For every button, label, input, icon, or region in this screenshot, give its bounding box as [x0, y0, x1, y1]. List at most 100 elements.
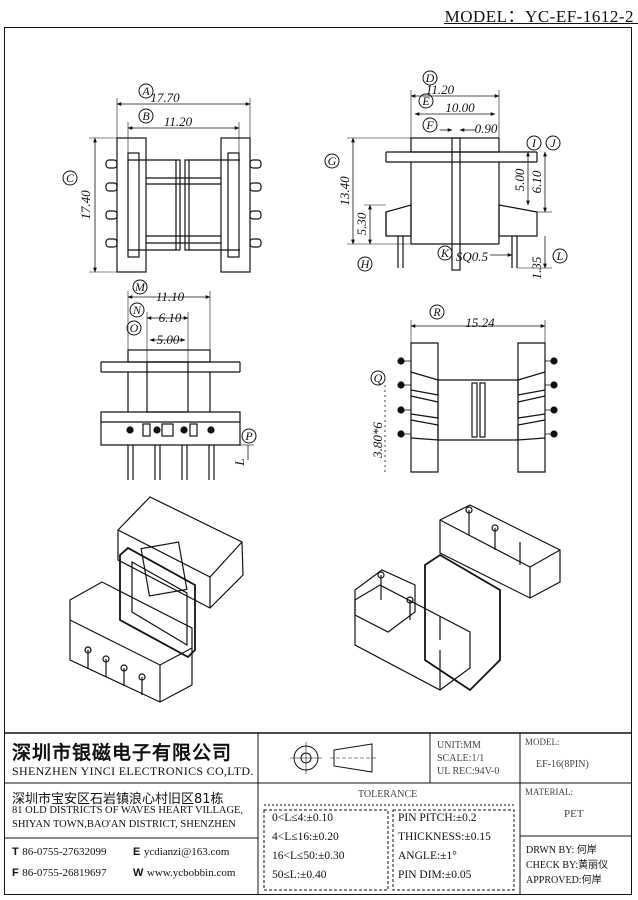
callout-H: H [357, 256, 373, 272]
scale-label: SCALE:1/1 [437, 753, 485, 764]
dim-text-L: 1.35 [529, 256, 544, 279]
tolerance-row: 4<L≤16:±0.20 [272, 831, 339, 843]
unit-label: UNIT:MM [437, 740, 481, 751]
dim-text-F: 0.90 [475, 121, 498, 136]
material-value: PET [564, 808, 584, 820]
svg-text:O: O [130, 321, 139, 335]
svg-text:M: M [134, 280, 146, 294]
model-underline [444, 23, 638, 24]
dim-text-O: 5.00 [157, 332, 180, 347]
svg-text:K: K [440, 246, 450, 260]
drawing-sheet-border [4, 27, 632, 895]
pin-spec-row: PIN PITCH:±0.2 [398, 812, 477, 824]
address-en-line1: 81 OLD DISTRICTS OF WAVES HEART VILLAGE, [12, 805, 244, 816]
front-view-drawing [89, 98, 262, 273]
callout-K: K [437, 245, 453, 261]
dim-text-D: 11.20 [426, 82, 455, 97]
drawn-by: DRWN BY: 何岸 [526, 845, 597, 856]
callout-O: O [126, 320, 142, 336]
svg-text:C: C [66, 171, 75, 185]
dim-text-B: 11.20 [164, 114, 193, 129]
email-key: E [133, 846, 141, 858]
callout-L: L [552, 248, 568, 264]
web-key: W [133, 867, 144, 879]
svg-text:R: R [432, 305, 441, 319]
callout-Q: Q [370, 370, 386, 386]
bottom-view-drawing [384, 320, 558, 473]
pin-spec-row: PIN DIM:±0.05 [398, 869, 472, 881]
address-en-line2: SHIYAN TOWN,BAO'AN DISTRICT, SHENZHEN [12, 819, 236, 830]
pin-spec-row: ANGLE:±1° [398, 850, 457, 862]
tolerance-row: 50≤L:±0.40 [272, 869, 327, 881]
callout-J: J [545, 135, 561, 151]
dim-text-N: 6.10 [159, 310, 182, 325]
dim-text-A: 17.70 [150, 90, 180, 105]
callout-E: E [418, 93, 434, 109]
dim-text-M: 11.10 [156, 289, 185, 304]
callout-B: B [138, 108, 154, 124]
fax-number: 86-0755-26819697 [22, 867, 107, 879]
check-by: CHECK BY:黄丽仪 [526, 860, 609, 871]
svg-text:H: H [360, 257, 371, 271]
callout-F: F [422, 117, 438, 133]
fax-key: F [12, 867, 19, 879]
dim-text-J: 6.10 [529, 170, 544, 193]
svg-text:G: G [328, 154, 337, 168]
callout-P: P [241, 428, 257, 444]
section-view-drawing [100, 291, 254, 480]
dim-text-H: 5.30 [354, 212, 369, 235]
material-heading: MATERIAL: [525, 787, 573, 797]
svg-text:D: D [425, 71, 435, 85]
callout-R: R [429, 304, 445, 320]
svg-text:A: A [141, 84, 150, 98]
callout-I: I [526, 135, 542, 151]
model-heading: MODEL: [525, 737, 560, 747]
svg-text:Q: Q [374, 371, 383, 385]
tel-number: 86-0755-27632099 [22, 846, 107, 858]
dim-text-R: 15.24 [465, 315, 495, 330]
callout-N: N [129, 302, 145, 318]
approved-by: APPROVED:何岸 [526, 875, 602, 886]
dim-text-I: 5.00 [512, 168, 527, 191]
address-cn: 深圳市宝安区石岩镇浪心村旧区81栋 [12, 792, 224, 807]
company-name-en: SHENZHEN YINCI ELECTRONICS CO,LTD. [12, 764, 254, 778]
svg-text:I: I [531, 136, 537, 150]
contact-web: W www.ycbobbin.com [133, 866, 235, 879]
exploded-isometric-drawing [69, 496, 244, 703]
callout-C: C [62, 170, 78, 186]
tolerance-heading: TOLERANCE [358, 789, 418, 800]
web-address[interactable]: www.ycbobbin.com [146, 867, 236, 879]
ul-label: UL REC:94V-0 [437, 766, 500, 777]
dim-text-K: SQ0.5 [456, 249, 489, 264]
svg-text:J: J [550, 136, 556, 150]
svg-text:P: P [244, 429, 253, 443]
company-name-cn: 深圳市银磁电子有限公司 [12, 742, 233, 764]
tolerance-row: 16<L≤50:±0.30 [272, 850, 345, 862]
dim-text-P: L [232, 458, 247, 466]
callout-G: G [324, 153, 340, 169]
side-view-drawing [347, 90, 552, 271]
tolerance-row: 0<L≤4:±0.10 [272, 812, 333, 824]
model-value: EF-16(8PIN) [536, 759, 589, 770]
svg-text:B: B [142, 109, 150, 123]
dim-text-E: 10.00 [445, 100, 475, 115]
callout-M: M [132, 279, 148, 295]
tel-key: T [12, 846, 19, 858]
email-address[interactable]: ycdianzi@163.com [143, 846, 230, 858]
svg-text:F: F [425, 118, 434, 132]
contact-email: E ycdianzi@163.com [133, 845, 229, 858]
callout-D: D [422, 70, 438, 86]
contact-tel: T 86-0755-27632099 [12, 845, 107, 858]
contact-fax: F 86-0755-26819697 [12, 866, 107, 879]
dim-text-G: 13.40 [337, 176, 352, 206]
svg-text:E: E [421, 94, 430, 108]
svg-text:N: N [132, 303, 142, 317]
assembled-isometric-drawing [354, 504, 561, 692]
title-block-grid [4, 732, 632, 895]
dim-text-C: 17.40 [78, 190, 93, 220]
callout-A: A [138, 83, 154, 99]
dim-text-Q: 3.80*6 [370, 422, 385, 459]
pin-spec-row: THICKNESS:±0.15 [398, 831, 491, 843]
svg-text:L: L [556, 249, 564, 263]
